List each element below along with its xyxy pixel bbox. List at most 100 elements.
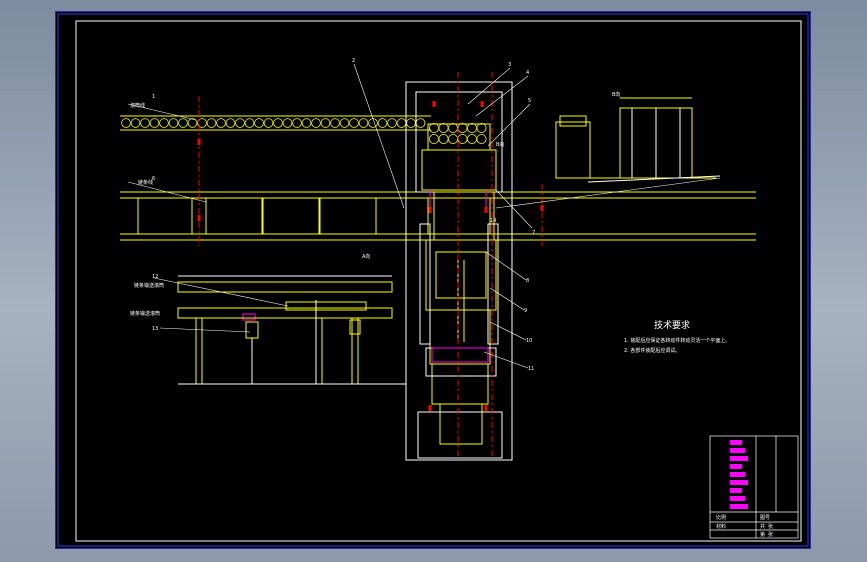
view-label-b: B向 xyxy=(612,91,620,98)
title-block-magenta xyxy=(730,440,748,509)
stacked-roller xyxy=(466,123,477,134)
callout-7: 7 xyxy=(532,230,535,236)
cad-drawing-sheet: 滚筒线 链条线 链条输送滚筒 链条输送滚筒 A向 B向 B向 技术要求 1. 装… xyxy=(55,11,811,549)
inner-frame xyxy=(75,20,802,542)
roller xyxy=(358,118,369,128)
roller xyxy=(406,118,416,128)
roller xyxy=(301,118,312,128)
stacked-roller xyxy=(428,123,439,134)
view-label-a: A向 xyxy=(362,253,370,260)
roller xyxy=(149,118,160,128)
red-marker xyxy=(484,405,488,411)
stacked-roller xyxy=(447,134,458,145)
callout-14: 14 xyxy=(490,218,496,224)
outer-frame xyxy=(57,13,809,547)
roller xyxy=(206,118,217,128)
red-marker xyxy=(480,101,484,107)
callout-13: 13 xyxy=(152,326,158,332)
title-block-material: 材料 xyxy=(716,523,726,530)
label-roller-line: 滚筒线 xyxy=(130,102,145,109)
red-marker xyxy=(428,207,432,213)
roller xyxy=(377,118,388,128)
title-block-entry xyxy=(730,480,748,485)
roller xyxy=(168,118,179,128)
stacked-roller xyxy=(476,134,487,145)
column-details xyxy=(421,123,497,445)
tech-requirements-title: 技术要求 xyxy=(654,319,690,331)
roller xyxy=(292,118,302,128)
magenta-marks xyxy=(242,190,489,363)
roller xyxy=(349,118,359,128)
roller xyxy=(254,118,264,128)
red-marker xyxy=(540,205,544,211)
red-markers xyxy=(197,101,544,411)
roller xyxy=(225,118,236,128)
red-marker xyxy=(197,139,201,145)
roller xyxy=(216,118,226,128)
roller xyxy=(282,118,293,128)
callout-11: 11 xyxy=(528,366,534,372)
stacked-roller xyxy=(438,123,449,134)
title-block-entry xyxy=(730,496,745,501)
roller-conveyor xyxy=(120,115,431,131)
title-block-sheet-no: 第 张 xyxy=(760,531,773,538)
title-block-sheets: 共 张 xyxy=(760,523,773,530)
roller xyxy=(235,118,245,128)
cad-canvas: 滚筒线 链条线 链条输送滚筒 链条输送滚筒 A向 B向 B向 技术要求 1. 装… xyxy=(57,13,809,547)
tech-note-2: 2. 各部件装配后应调试。 xyxy=(624,347,680,354)
title-block-entry xyxy=(730,488,742,493)
roller xyxy=(339,118,350,128)
side-view-white xyxy=(178,275,406,385)
callout-6: 6 xyxy=(152,176,155,182)
title-block-drawing-no: 图号 xyxy=(760,515,770,521)
column-detail-white xyxy=(417,223,503,459)
stacked-roller xyxy=(466,134,477,145)
callout-9: 9 xyxy=(524,308,527,314)
red-marker xyxy=(197,215,201,221)
callout-4: 4 xyxy=(526,70,529,76)
roller xyxy=(244,118,255,128)
callout-12: 12 xyxy=(152,274,158,280)
roller xyxy=(197,118,207,128)
b-view xyxy=(555,97,716,179)
title-block-entry xyxy=(730,448,745,453)
callout-5: 5 xyxy=(528,98,531,104)
roller xyxy=(368,118,378,128)
chain-conveyor xyxy=(120,191,756,241)
side-view xyxy=(177,281,393,384)
roller xyxy=(396,118,407,128)
tech-note-1: 1. 装配后应保证各转动件转动灵活一个平面上。 xyxy=(624,337,730,344)
roller xyxy=(159,118,169,128)
title-block-entry xyxy=(730,464,742,469)
roller xyxy=(178,118,188,128)
title-block xyxy=(709,435,799,539)
roller xyxy=(320,118,331,128)
stacked-roller xyxy=(428,134,439,145)
stacked-roller xyxy=(447,123,458,134)
callout-8: 8 xyxy=(526,278,529,284)
red-marker xyxy=(428,405,432,411)
title-block-entry xyxy=(730,456,748,461)
roller xyxy=(187,118,198,128)
title-block-entry xyxy=(730,504,748,509)
label-chain-roller-2: 链条输送滚筒 xyxy=(130,310,160,317)
roller xyxy=(273,118,283,128)
leader-lines xyxy=(127,63,721,369)
view-label-b2: B向 xyxy=(496,141,504,148)
roller xyxy=(415,118,426,128)
roller xyxy=(121,118,131,128)
callout-10: 10 xyxy=(526,338,532,344)
stacked-roller xyxy=(457,123,468,134)
title-block-entry xyxy=(730,472,745,477)
stacked-roller xyxy=(438,134,449,145)
roller xyxy=(140,118,150,128)
red-marker xyxy=(484,207,488,213)
callout-2: 2 xyxy=(352,58,355,64)
stacked-roller xyxy=(476,123,487,134)
title-block-entry xyxy=(730,440,742,445)
roller xyxy=(311,118,321,128)
label-chain-line: 链条线 xyxy=(138,179,153,186)
roller xyxy=(330,118,340,128)
red-marker xyxy=(432,101,436,107)
roller xyxy=(130,118,141,128)
